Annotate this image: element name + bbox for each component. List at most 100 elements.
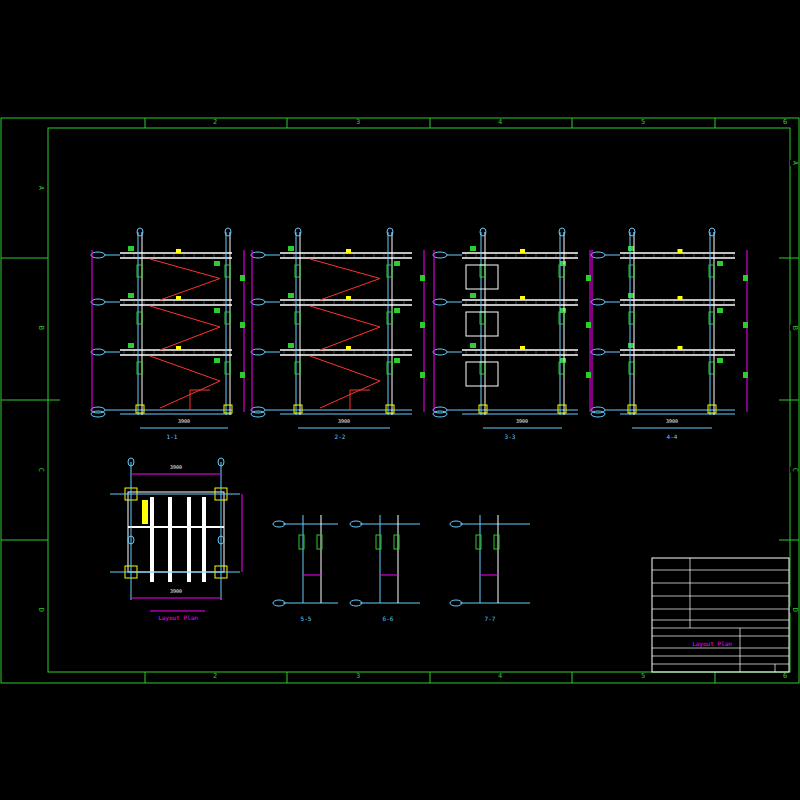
rebar-mark [678, 296, 683, 300]
plan-beam [202, 497, 206, 582]
ground-line [120, 414, 232, 415]
rebar-mark [142, 500, 148, 524]
zone-tick [779, 540, 799, 541]
section-title: 3-3 [504, 434, 517, 441]
rebar-mark [520, 296, 525, 300]
slab-hatch [526, 254, 527, 257]
slab-hatch [334, 301, 335, 304]
slab-hatch [364, 301, 365, 304]
slab-hatch [204, 301, 205, 304]
level-bubble [350, 521, 362, 527]
axis-bubble [709, 228, 715, 236]
zone-label: 4 [497, 119, 503, 127]
slab-hatch [134, 351, 135, 354]
slab-hatch [694, 351, 695, 354]
level-bubble [251, 252, 265, 258]
dimension-tag [420, 275, 425, 281]
level-line [283, 524, 338, 525]
slab-hatch [536, 301, 537, 304]
footing [628, 405, 636, 413]
title-block-column [740, 628, 741, 672]
slab-hatch [506, 301, 507, 304]
level-bubble [273, 521, 285, 527]
slab-hatch [344, 301, 345, 304]
slab-hatch [194, 301, 195, 304]
slab-hatch [204, 254, 205, 257]
slab-hatch [516, 301, 517, 304]
slab-hatch [704, 351, 705, 354]
zone-tick [779, 258, 799, 259]
column-tag [295, 362, 300, 374]
slab-hatch [144, 301, 145, 304]
dimension-line [592, 250, 593, 412]
slab-hatch [466, 254, 467, 257]
column-tag [299, 535, 304, 549]
zone-tick [430, 118, 431, 128]
slab-hatch [516, 254, 517, 257]
footing [708, 405, 716, 413]
axis-line [131, 462, 132, 600]
column-tag [387, 312, 392, 324]
wall-opening [466, 265, 498, 289]
dimension-line [483, 428, 562, 429]
plan-view [110, 458, 242, 611]
dimension-line [747, 250, 748, 412]
zone-label: C [36, 467, 44, 473]
slab-hatch [354, 254, 355, 257]
level-bubble [591, 349, 605, 355]
slab-hatch [394, 254, 395, 257]
slab-hatch [364, 254, 365, 257]
slab-hatch [374, 301, 375, 304]
rebar-tag [628, 293, 634, 298]
plan-outline [128, 492, 224, 572]
slab-hatch [476, 301, 477, 304]
drawing-title: Layout Plan [157, 615, 199, 622]
slab-hatch [164, 301, 165, 304]
slab-line [120, 354, 232, 356]
level-line [105, 352, 120, 353]
slab-hatch [404, 351, 405, 354]
column-tag [629, 312, 634, 324]
slab-hatch [374, 351, 375, 354]
slab-hatch [734, 301, 735, 304]
footing [479, 405, 487, 413]
slab-hatch [496, 351, 497, 354]
column-tag [559, 312, 564, 324]
section-title: 7-7 [484, 616, 497, 623]
rebar-tag [394, 261, 400, 266]
rebar-tag [128, 246, 134, 251]
slab-hatch [674, 254, 675, 257]
footing [558, 405, 566, 413]
slab-hatch [654, 301, 655, 304]
slab-hatch [294, 351, 295, 354]
axis-bubble [225, 228, 231, 236]
slab-hatch [144, 254, 145, 257]
column-tag [709, 362, 714, 374]
zone-label: A [36, 185, 44, 191]
column-tag [225, 265, 230, 277]
column-tag [137, 265, 142, 277]
zone-tick [779, 400, 799, 401]
level-line [105, 255, 120, 256]
zone-label: 2 [212, 119, 218, 127]
slab-hatch [164, 254, 165, 257]
column-line [398, 515, 399, 603]
slab-hatch [394, 351, 395, 354]
stair-flight [150, 259, 220, 279]
rebar-mark [520, 249, 525, 253]
slab-hatch [304, 254, 305, 257]
zone-label: 6 [782, 673, 788, 681]
slab-line [120, 257, 232, 259]
drawing-title: Layout Plan [691, 641, 733, 648]
rebar-tag [214, 358, 220, 363]
slab-hatch [674, 301, 675, 304]
slab-hatch [314, 351, 315, 354]
title-block-frame [652, 558, 789, 672]
stair-flight [190, 390, 191, 410]
slab-hatch [184, 254, 185, 257]
rebar-tag [288, 246, 294, 251]
slab-hatch [344, 351, 345, 354]
slab-hatch [664, 301, 665, 304]
axis-bubble [480, 228, 486, 236]
slab-hatch [496, 301, 497, 304]
